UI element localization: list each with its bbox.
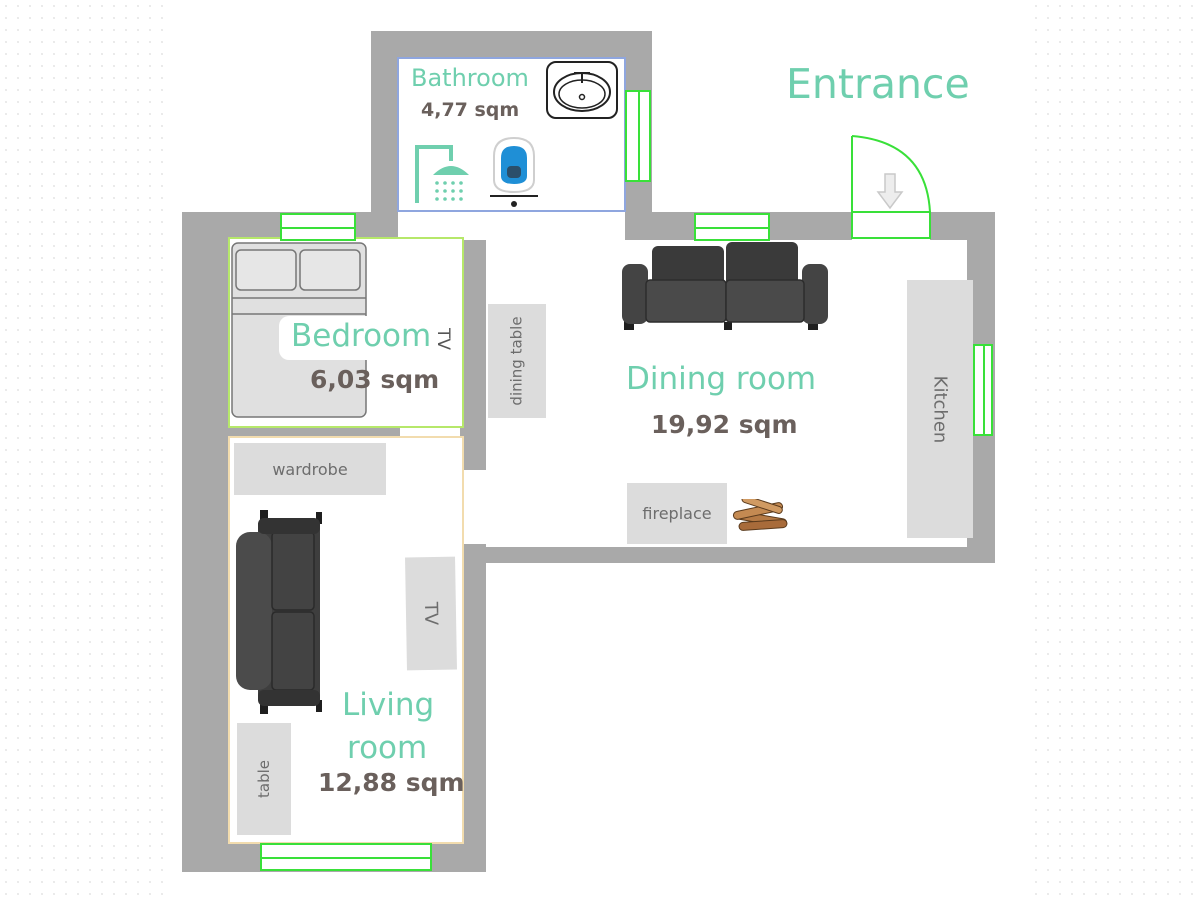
bedroom-tv-label: TV [433, 327, 453, 350]
side-table-label: table [255, 760, 273, 798]
living-area: 12,88 sqm [318, 768, 465, 797]
firewood-icon [732, 499, 788, 531]
wardrobe: wardrobe [234, 443, 386, 495]
bedroom-door-gap [400, 426, 460, 438]
living-tv: TV [405, 556, 457, 671]
window-bathroom [625, 90, 651, 182]
window-dining [694, 213, 770, 241]
dining-title: Dining room [626, 361, 817, 397]
side-table: table [237, 723, 291, 835]
fireplace: fireplace [627, 483, 727, 544]
sofa-icon [236, 510, 322, 714]
living-title-line1: Living [342, 687, 435, 723]
kitchen-label: Kitchen [929, 375, 951, 443]
window-bedroom [280, 213, 356, 241]
background-pattern-left [0, 0, 170, 900]
dining-table: dining table [488, 304, 546, 418]
hall-floor [557, 200, 619, 242]
kitchen-counter: Kitchen [907, 280, 973, 538]
fireplace-label: fireplace [642, 504, 712, 523]
dining-table-label: dining table [508, 316, 526, 406]
dining-door-gap [462, 470, 488, 544]
bedroom-title-backdrop [279, 316, 431, 360]
sink-icon [546, 61, 618, 119]
bathroom-area: 4,77 sqm [421, 99, 520, 121]
living-title-line2: room [347, 730, 428, 766]
wardrobe-label: wardrobe [272, 459, 348, 479]
shower-icon [415, 145, 469, 203]
living-tv-label: TV [420, 601, 442, 626]
window-living [260, 843, 432, 871]
entrance-door[interactable] [848, 132, 934, 242]
sofa-icon [622, 242, 828, 330]
bathroom-title: Bathroom [411, 64, 529, 92]
dining-area: 19,92 sqm [651, 410, 798, 439]
bedroom-title: Bedroom [291, 318, 432, 354]
bedroom-area: 6,03 sqm [310, 365, 440, 394]
door-arrow-icon [876, 173, 904, 210]
background-pattern-right [1030, 0, 1200, 900]
toilet-icon [490, 136, 538, 207]
window-kitchen [973, 344, 993, 436]
entrance-label: Entrance [786, 60, 970, 108]
